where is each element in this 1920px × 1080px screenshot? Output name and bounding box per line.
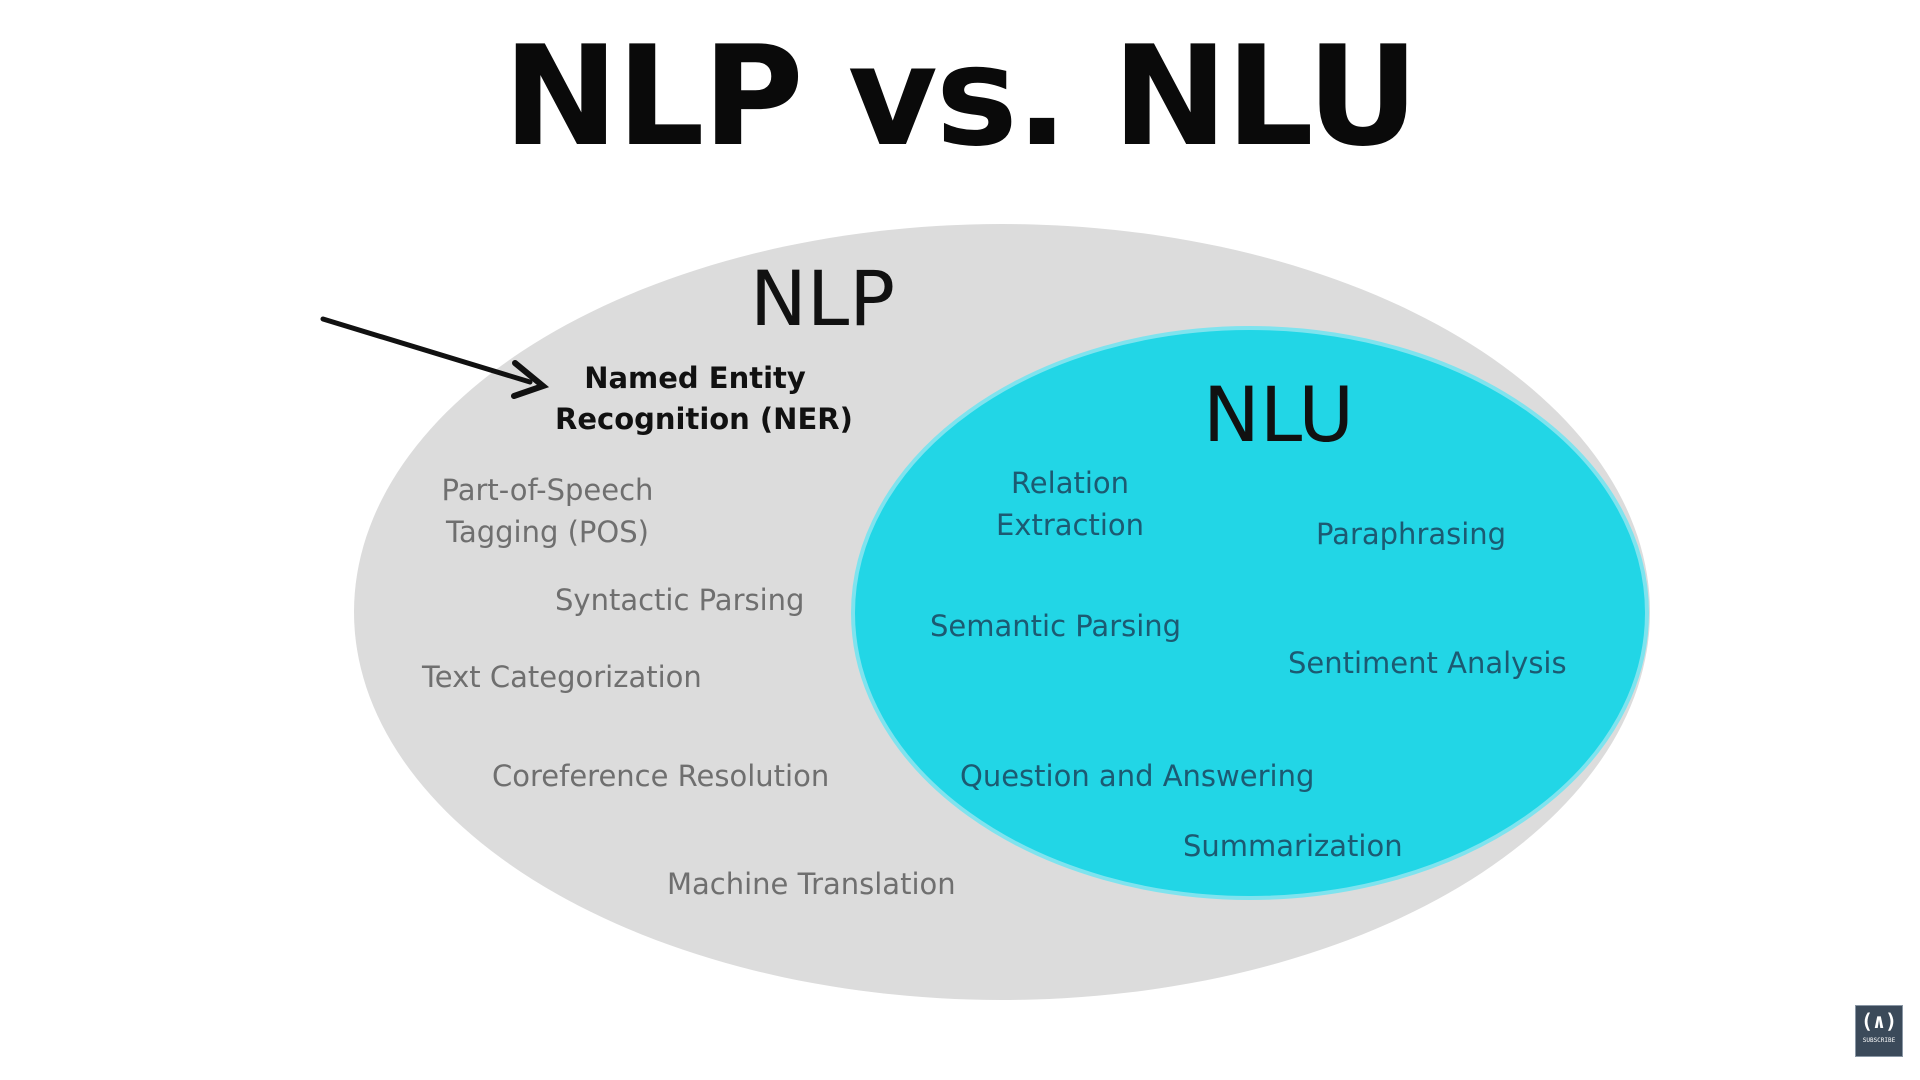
pos-tagging-line2: Tagging (POS) [446,514,649,549]
subscribe-logo[interactable]: (∧) SUBSCRIBE [1855,1005,1903,1057]
nlu-set-label: NLU [1203,370,1355,459]
ner-label-line2: Recognition (NER) [555,401,853,436]
machine-translation-label: Machine Translation [667,867,956,901]
relation-extraction-line1: Relation [1010,466,1130,500]
paraphrasing-label: Paraphrasing [1316,517,1507,551]
pos-tagging-label: Part-of-Speech Tagging (POS) [435,472,660,551]
nlu-ellipse [851,326,1649,900]
pos-tagging-line1: Part-of-Speech [441,473,654,507]
question-answering-label: Question and Answering [960,759,1315,793]
semantic-parsing-label: Semantic Parsing [930,609,1182,643]
summarization-label: Summarization [1183,829,1403,863]
ner-label: Named Entity Recognition (NER) [555,360,853,438]
arrow-icon [320,316,550,399]
syntactic-parsing-label: Syntactic Parsing [555,583,805,617]
ner-label-line1: Named Entity [584,361,806,395]
subscribe-text: SUBSCRIBE [1862,1037,1896,1044]
text-categorization-label: Text Categorization [422,660,702,694]
relation-extraction-label: Relation Extraction [990,465,1150,544]
nlp-set-label: NLP [750,254,896,343]
flame-brackets-icon: (∧) [1860,1009,1898,1033]
relation-extraction-line2: Extraction [995,507,1145,542]
sentiment-analysis-label: Sentiment Analysis [1288,646,1567,680]
slide-title: NLP vs. NLU [503,16,1419,177]
coreference-resolution-label: Coreference Resolution [492,759,830,793]
